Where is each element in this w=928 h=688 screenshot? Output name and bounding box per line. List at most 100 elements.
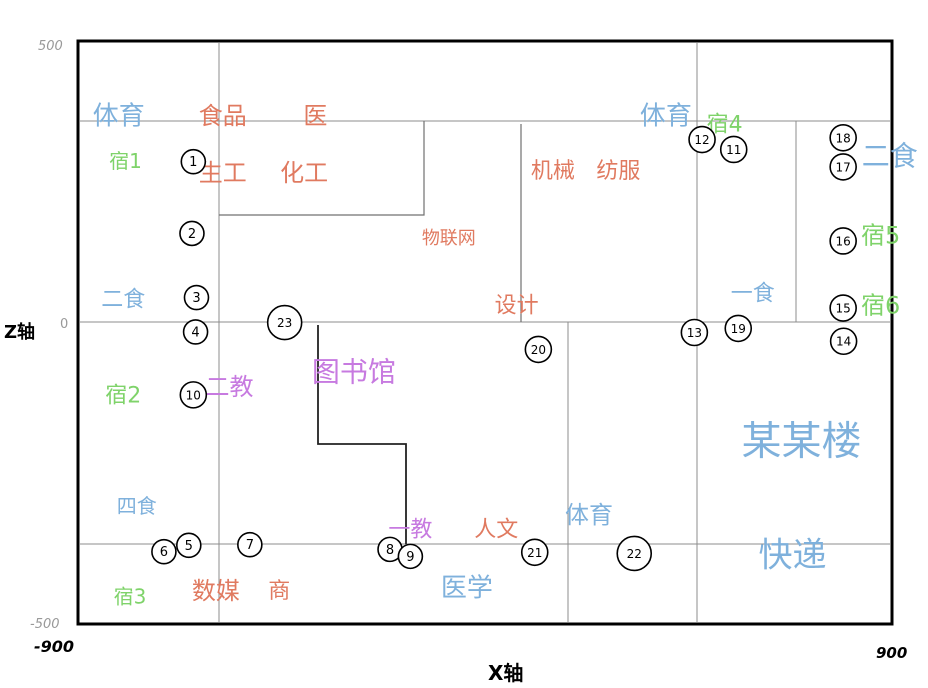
- area-label: 医: [303, 102, 327, 130]
- point-label: 2: [188, 227, 196, 242]
- map-point[interactable]: 14: [829, 327, 858, 356]
- map-point[interactable]: 16: [829, 227, 857, 255]
- point-circle: [616, 535, 653, 572]
- area-label: 体育: [640, 101, 692, 131]
- map-point[interactable]: 4: [182, 319, 209, 345]
- point-circle: [180, 148, 207, 175]
- point-circle: [175, 532, 202, 559]
- area-label: 人文: [474, 518, 518, 543]
- point-circle: [829, 153, 857, 181]
- point-label: 10: [186, 388, 201, 402]
- map-point[interactable]: 2: [179, 220, 205, 247]
- map-point[interactable]: 1: [180, 148, 207, 175]
- point-label: 11: [726, 143, 741, 157]
- point-circle: [179, 381, 208, 409]
- point-label: 13: [687, 326, 702, 340]
- point-circle: [182, 319, 209, 345]
- point-label: 17: [836, 160, 851, 174]
- point-circle: [151, 538, 177, 565]
- area-label: 宿6: [861, 291, 900, 319]
- map-point[interactable]: 13: [680, 318, 709, 347]
- x-axis-label: X轴: [488, 661, 523, 685]
- point-circle: [397, 543, 424, 570]
- map-point[interactable]: 18: [829, 123, 857, 152]
- point-circle: [680, 318, 709, 347]
- area-label: 物联网: [422, 228, 476, 249]
- area-label: 医学: [441, 574, 493, 604]
- point-label: 8: [386, 543, 394, 558]
- y-tick-bottom: -500: [30, 617, 60, 632]
- point-circle: [829, 227, 857, 255]
- area-label: 食品: [199, 102, 247, 130]
- area-label: 某某楼: [742, 418, 862, 464]
- x-tick-left: -900: [34, 637, 74, 656]
- map-point[interactable]: 8: [377, 536, 403, 563]
- y-tick-top: 500: [38, 39, 63, 54]
- map-frame: [76, 39, 894, 626]
- area-label: 商: [268, 579, 290, 604]
- point-circle: [520, 538, 549, 567]
- map-point[interactable]: 5: [175, 532, 202, 559]
- area-label: 快递: [759, 535, 827, 575]
- area-label: 体育: [93, 101, 145, 131]
- map-point[interactable]: 23: [266, 304, 303, 341]
- point-circle: [688, 125, 716, 154]
- point-label: 3: [192, 291, 200, 306]
- map-point[interactable]: 11: [719, 135, 748, 164]
- axis-labels: 500 0 -500 Z轴 -900 900 X轴: [4, 39, 907, 685]
- map-point[interactable]: 15: [829, 294, 857, 322]
- point-label: 5: [185, 539, 193, 554]
- point-label: 20: [531, 343, 546, 357]
- map-point[interactable]: 10: [179, 381, 208, 409]
- point-circle: [183, 284, 210, 311]
- point-label: 21: [527, 546, 542, 560]
- point-label: 18: [836, 131, 851, 145]
- map-point[interactable]: 3: [183, 284, 210, 311]
- point-label: 12: [694, 133, 709, 147]
- point-label: 22: [627, 547, 642, 561]
- point-circle: [829, 123, 857, 152]
- area-label: 宿1: [109, 149, 142, 173]
- map-point[interactable]: 17: [829, 153, 857, 181]
- area-label: 一食: [731, 282, 775, 307]
- point-circle: [829, 294, 857, 322]
- area-label: 四食: [117, 494, 157, 518]
- area-label: 体育: [565, 501, 613, 529]
- map-point[interactable]: 9: [397, 543, 424, 570]
- point-label: 14: [836, 335, 851, 349]
- map-point[interactable]: 6: [151, 538, 177, 565]
- area-label: 二食: [101, 287, 145, 312]
- engineering-block-outline: [219, 121, 425, 216]
- point-label: 16: [836, 234, 851, 248]
- point-label: 6: [160, 545, 168, 560]
- library-path: [317, 325, 407, 544]
- point-label: 4: [191, 325, 199, 340]
- x-tick-right: 900: [876, 644, 907, 662]
- area-label: 设计: [495, 293, 539, 318]
- map-point[interactable]: 20: [524, 335, 553, 364]
- area-label: 化工: [280, 159, 328, 187]
- point-circle: [829, 327, 858, 356]
- area-label: 数媒: [192, 577, 240, 605]
- point-label: 9: [406, 550, 414, 565]
- building-outlines: [219, 121, 522, 322]
- point-label: 15: [836, 302, 851, 316]
- y-tick-zero: 0: [60, 317, 68, 332]
- map-point[interactable]: 19: [724, 314, 753, 343]
- area-label: 宿3: [114, 584, 147, 608]
- point-circle: [179, 220, 205, 247]
- area-label: 宿2: [105, 384, 141, 409]
- area-label: 机械: [531, 159, 575, 184]
- map-point[interactable]: 7: [237, 531, 263, 558]
- area-label: 纺服: [596, 159, 640, 184]
- area-label: 二食: [862, 140, 918, 173]
- point-label: 7: [246, 538, 254, 553]
- map-point[interactable]: 21: [520, 538, 549, 567]
- point-circle: [719, 135, 748, 164]
- map-point[interactable]: 22: [616, 535, 653, 572]
- map-point[interactable]: 12: [688, 125, 716, 154]
- area-label: 图书馆: [312, 355, 396, 388]
